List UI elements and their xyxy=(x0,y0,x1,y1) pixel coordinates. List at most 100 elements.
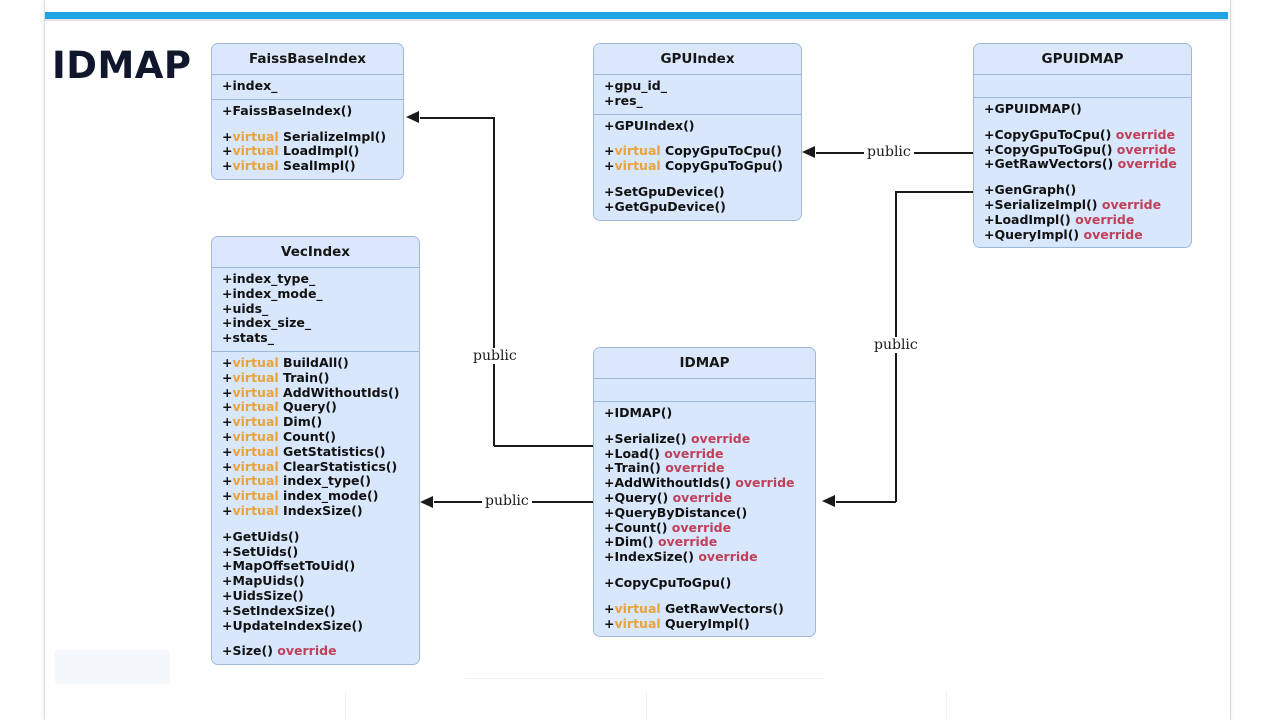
member-text: + xyxy=(222,488,233,504)
class-member-row: +CopyCpuToGpu() xyxy=(594,574,815,591)
class-member-row: +IndexSize() override xyxy=(594,549,815,565)
member-text: index_mode() xyxy=(278,488,379,504)
keyword-override: override xyxy=(1075,211,1135,227)
member-text: +gpu_id_ xyxy=(604,78,668,93)
member-text: + xyxy=(222,354,233,370)
member-text: CopyGpuToGpu() xyxy=(660,158,783,174)
class-member-row: +SerializeImpl() override xyxy=(974,196,1191,213)
slide-accent-bar-shadow xyxy=(45,19,1228,21)
keyword-virtual: virtual xyxy=(614,143,661,159)
member-text: + xyxy=(604,143,615,159)
class-member-row: +virtual index_type() xyxy=(212,473,419,489)
member-text: + xyxy=(222,443,233,459)
class-attributes-vec-index: +index_type_+index_mode_+uids_+index_siz… xyxy=(212,268,419,352)
keyword-virtual: virtual xyxy=(232,128,279,144)
keyword-override: override xyxy=(657,534,718,550)
class-member-row: +virtual AddWithoutIds() xyxy=(212,384,419,401)
class-member-group: +GPUIDMAP() xyxy=(974,101,1191,117)
keyword-override: override xyxy=(1117,156,1177,172)
member-text: +SetIndexSize() xyxy=(222,602,336,618)
member-text: +Count() xyxy=(604,519,672,535)
class-member-row: +virtual CopyGpuToGpu() xyxy=(594,158,801,174)
relation-label-gpuidmap-idmap: public xyxy=(871,337,921,353)
class-member-row: +FaissBaseIndex() xyxy=(212,103,403,119)
class-member-row: +virtual ClearStatistics() xyxy=(212,458,419,475)
class-member-row: +IDMAP() xyxy=(594,405,815,421)
keyword-override: override xyxy=(665,460,725,476)
class-member-row: +virtual LoadImpl() xyxy=(212,143,403,159)
class-member-group: +CopyGpuToCpu() override+CopyGpuToGpu() … xyxy=(974,127,1191,172)
class-member-row: +MapUids() xyxy=(212,573,419,589)
member-text: Train() xyxy=(278,369,330,385)
member-text: + xyxy=(222,128,233,144)
class-box-gpuidmap[interactable]: GPUIDMAP +GPUIDMAP()+CopyGpuToCpu() over… xyxy=(973,43,1192,249)
class-member-row: +UpdateIndexSize() xyxy=(212,618,419,634)
class-member-group: +Serialize() override+Load() override+Tr… xyxy=(594,430,815,565)
keyword-virtual: virtual xyxy=(232,384,279,400)
member-text: + xyxy=(604,600,615,616)
class-box-vec-index[interactable]: VecIndex +index_type_+index_mode_+uids_+… xyxy=(211,236,420,666)
class-box-idmap[interactable]: IDMAP +IDMAP()+Serialize() override+Load… xyxy=(593,347,816,638)
keyword-virtual: virtual xyxy=(232,502,279,518)
class-methods-vec-index: +virtual BuildAll()+virtual Train()+virt… xyxy=(212,351,419,665)
class-member-row: +virtual BuildAll() xyxy=(212,354,419,371)
class-box-faiss-base-index[interactable]: FaissBaseIndex +index_ +FaissBaseIndex()… xyxy=(211,43,404,180)
keyword-override: override xyxy=(672,489,732,505)
slide-left-edge xyxy=(44,0,45,720)
class-box-gpu-index[interactable]: GPUIndex +gpu_id_+res_ +GPUIndex()+virtu… xyxy=(593,43,802,221)
relation-label-idmap-vecindex: public xyxy=(482,493,532,509)
layout-guide-1 xyxy=(345,690,346,720)
class-member-row: +virtual SerializeImpl() xyxy=(212,128,403,145)
class-member-row: +index_mode_ xyxy=(212,286,419,302)
keyword-virtual: virtual xyxy=(232,428,279,444)
member-text: +res_ xyxy=(604,92,643,108)
member-text: +CopyGpuToGpu() xyxy=(984,141,1117,157)
class-member-group: +virtual CopyGpuToCpu()+virtual CopyGpuT… xyxy=(594,143,801,174)
member-text: +index_type_ xyxy=(222,271,316,286)
connector-idmap-faiss-h-lower xyxy=(494,445,593,447)
class-member-row: +virtual GetStatistics() xyxy=(212,443,419,460)
member-text: +GPUIndex() xyxy=(604,117,695,133)
class-member-row: +GetUids() xyxy=(212,529,419,545)
member-text: +CopyCpuToGpu() xyxy=(604,574,732,590)
class-member-row: +QueryByDistance() xyxy=(594,505,815,521)
class-member-row: +Dim() override xyxy=(594,534,815,550)
class-methods-gpuidmap: +GPUIDMAP() +CopyGpuToCpu() override+Copy… xyxy=(974,98,1191,248)
connector-idmap-faiss-arrowhead xyxy=(406,111,419,123)
class-member-row: +UidsSize() xyxy=(212,588,419,604)
class-member-row: +QueryImpl() override xyxy=(974,226,1191,243)
member-text: + xyxy=(222,399,233,415)
class-member-row: +index_size_ xyxy=(212,315,419,331)
class-member-row: +SetUids() xyxy=(212,544,419,560)
member-text: +MapUids() xyxy=(222,573,305,589)
page-title: IDMAP xyxy=(52,44,192,87)
class-member-row: +Count() override xyxy=(594,519,815,536)
class-member-row: +CopyGpuToCpu() override xyxy=(974,127,1191,143)
member-text: AddWithoutIds() xyxy=(278,384,400,400)
class-member-group: +GPUIndex() xyxy=(594,117,801,134)
class-member-row: +virtual GetRawVectors() xyxy=(594,600,815,617)
member-text: +QueryImpl() xyxy=(984,226,1084,242)
member-text: +stats_ xyxy=(222,330,274,346)
class-title-vec-index: VecIndex xyxy=(212,237,419,268)
class-member-row: +stats_ xyxy=(212,330,419,346)
member-text: SerializeImpl() xyxy=(278,128,387,144)
member-text: + xyxy=(222,143,233,159)
keyword-override: override xyxy=(1101,196,1162,212)
class-member-row: +GenGraph() xyxy=(974,182,1191,198)
member-text: +GetGpuDevice() xyxy=(604,198,726,214)
member-text: +Serialize() xyxy=(604,430,691,446)
member-text: +Query() xyxy=(604,489,673,505)
keyword-virtual: virtual xyxy=(232,458,279,474)
layout-guide-2 xyxy=(646,690,647,720)
member-text: +index_ xyxy=(222,78,278,93)
keyword-virtual: virtual xyxy=(232,158,279,174)
member-text: + xyxy=(604,158,615,174)
class-member-row: +AddWithoutIds() override xyxy=(594,475,815,491)
member-text: + xyxy=(222,369,233,385)
member-text: BuildAll() xyxy=(278,354,349,370)
member-text: ClearStatistics() xyxy=(278,458,398,474)
class-member-group: +index_type_+index_mode_+uids_+index_siz… xyxy=(212,271,419,346)
keyword-virtual: virtual xyxy=(614,615,661,631)
class-attributes-gpuidmap xyxy=(974,75,1191,98)
